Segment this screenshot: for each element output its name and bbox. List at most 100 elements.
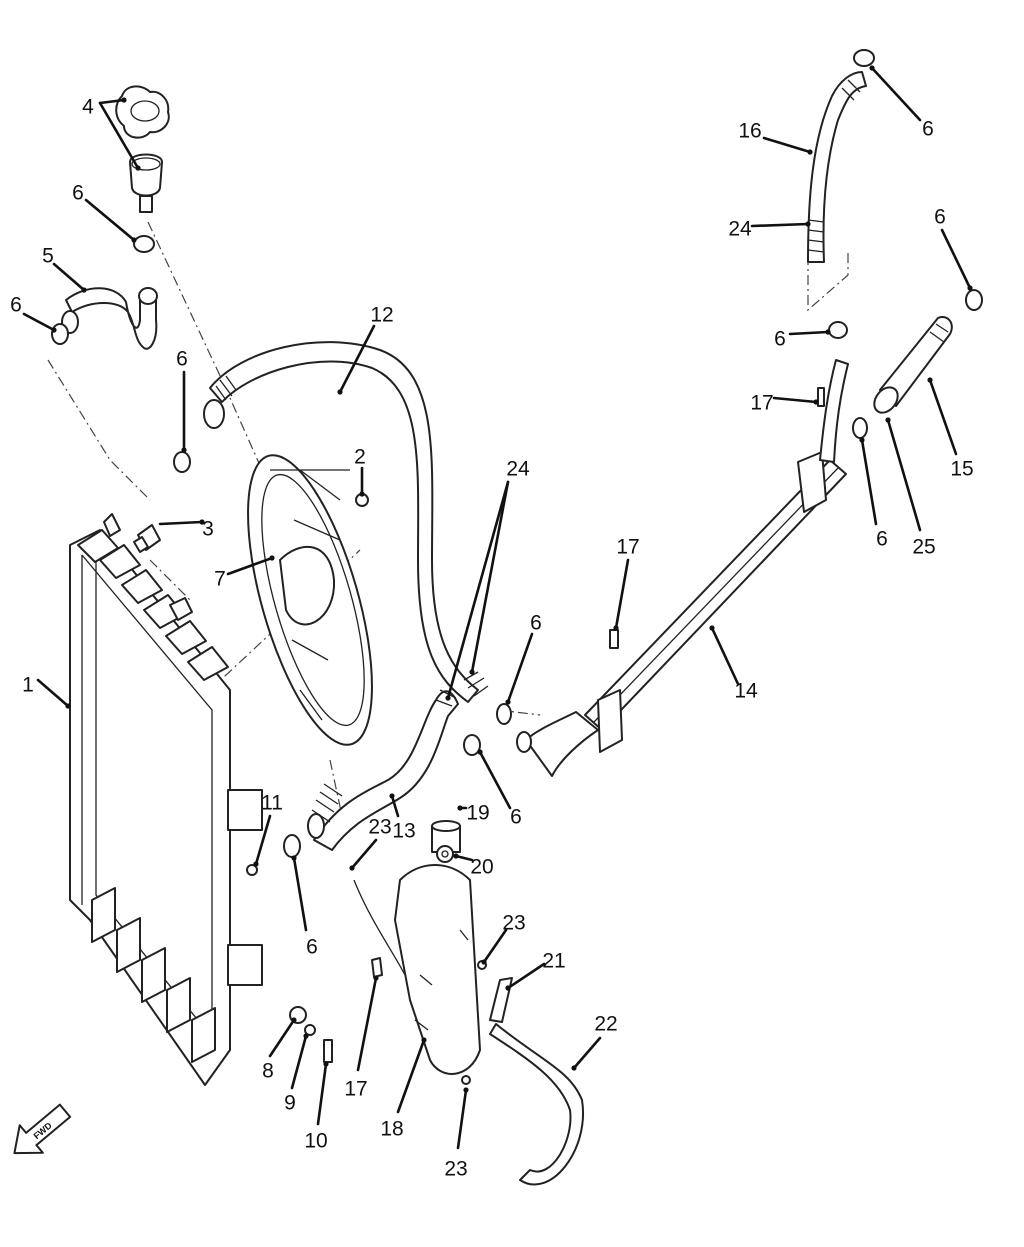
leader-line-c5 xyxy=(52,262,86,292)
leader-line-c14 xyxy=(710,626,740,686)
callout-c25: 25 xyxy=(912,536,935,559)
leader-dot-c6i xyxy=(967,285,973,291)
leader-line-c24b xyxy=(750,222,810,228)
leader-dot-c6g xyxy=(825,329,831,335)
leader-line-c6j xyxy=(870,66,922,122)
leader-dot-c6c xyxy=(181,447,187,453)
callout-c10: 10 xyxy=(304,1130,327,1153)
radiator xyxy=(69,513,263,1086)
leader-dot-c23b xyxy=(481,959,487,965)
long-coolant-tube xyxy=(516,359,849,777)
short-hose xyxy=(873,316,953,414)
leader-dot-c19 xyxy=(457,805,463,811)
callout-c6i: 6 xyxy=(934,206,946,229)
hose-clamps xyxy=(51,49,983,858)
leader-dot-c14 xyxy=(709,625,715,631)
leader-line-c22 xyxy=(572,1036,602,1070)
leader-dot-c18 xyxy=(421,1037,427,1043)
callout-c20: 20 xyxy=(470,856,493,879)
leader-dot-c25 xyxy=(885,417,891,423)
callout-c6g: 6 xyxy=(774,328,786,351)
callout-c17a: 17 xyxy=(750,392,773,415)
leader-dot-c5 xyxy=(81,287,87,293)
leader-line-c6a xyxy=(84,198,136,242)
callout-c14: 14 xyxy=(734,680,758,703)
callout-c6c: 6 xyxy=(176,348,188,371)
callout-c13: 13 xyxy=(392,820,415,843)
leader-line-c23a xyxy=(350,838,378,870)
leader-line-c21 xyxy=(506,962,546,990)
leader-dot-c10 xyxy=(323,1061,329,1067)
leader-dot-c24a xyxy=(469,669,475,675)
callout-c11: 11 xyxy=(261,792,283,815)
leader-dot-c6d xyxy=(505,699,511,705)
leader-line-c3 xyxy=(158,520,204,526)
leader-line-c4 xyxy=(98,98,126,105)
leader-dot-c9 xyxy=(303,1033,309,1039)
leader-line-c25 xyxy=(886,418,922,532)
callout-c6b: 6 xyxy=(10,294,22,317)
upper-hose xyxy=(61,287,158,350)
leader-dot-c23c xyxy=(463,1087,469,1093)
callout-c15: 15 xyxy=(950,458,973,481)
callout-c23a: 23 xyxy=(368,816,391,839)
leader-line-c23b xyxy=(482,928,508,964)
leader-dot-c12 xyxy=(337,389,343,395)
leader-dot-c6f xyxy=(291,855,297,861)
cooling-fan xyxy=(247,454,373,746)
leader-line-c17a xyxy=(772,396,818,404)
leader-dot-c20 xyxy=(453,853,459,859)
leader-dot-c22 xyxy=(571,1065,577,1071)
leader-dot-c7 xyxy=(269,555,275,561)
callout-c6e: 6 xyxy=(510,806,522,829)
leader-line-c17b xyxy=(614,558,630,630)
leader-line-c18 xyxy=(396,1038,426,1114)
leader-line-c9 xyxy=(290,1034,308,1090)
callout-c8: 8 xyxy=(262,1060,274,1083)
callout-c19: 19 xyxy=(466,802,489,825)
callout-c17b: 17 xyxy=(616,536,639,559)
callout-c23b: 23 xyxy=(502,912,525,935)
callout-c24a: 24 xyxy=(506,458,530,481)
leader-line-c13 xyxy=(390,794,400,818)
callout-c7: 7 xyxy=(214,568,226,591)
leader-line-c16 xyxy=(762,136,812,154)
callout-c1: 1 xyxy=(22,674,34,697)
callout-c16: 16 xyxy=(738,120,761,143)
leader-line-c10 xyxy=(316,1062,328,1126)
leader-line-c23c xyxy=(456,1088,468,1150)
leader-line-c6h xyxy=(860,438,878,526)
leader-dot-c24b xyxy=(805,221,811,227)
leader-line-c6f xyxy=(292,856,308,932)
leader-dot-c6h xyxy=(859,437,865,443)
leader-line-c8 xyxy=(268,1018,296,1058)
leader-line-c6b xyxy=(22,312,56,332)
callout-c12: 12 xyxy=(370,304,393,327)
callout-labels: 1234566666666667891011121314151617171718… xyxy=(10,96,974,1181)
leader-dot-c21 xyxy=(505,985,511,991)
leader-dot-c6b xyxy=(51,327,57,333)
callout-c23c: 23 xyxy=(444,1158,467,1181)
callout-c3: 3 xyxy=(202,518,214,541)
leader-line-c24a xyxy=(446,480,510,700)
leader-dot-c1 xyxy=(65,703,71,709)
leader-line-c17c xyxy=(356,976,378,1072)
leader-dot-c8 xyxy=(291,1017,297,1023)
leader-dot-c24a xyxy=(445,695,451,701)
leader-dot-c13 xyxy=(389,793,395,799)
leader-dot-c2 xyxy=(359,491,365,497)
leader-line-c15 xyxy=(928,378,958,456)
callout-leaders xyxy=(22,65,973,1150)
leader-line-c12 xyxy=(338,324,376,394)
callout-c6d: 6 xyxy=(530,612,542,635)
leader-line-c1 xyxy=(36,678,70,708)
leader-line-c6i xyxy=(940,228,972,290)
leader-line-c6e xyxy=(478,750,512,810)
leader-line-c20 xyxy=(454,854,474,862)
callout-c6a: 6 xyxy=(72,182,84,205)
upper-bend-hose xyxy=(807,71,867,263)
callout-c22: 22 xyxy=(594,1013,617,1036)
leader-dot-c11 xyxy=(253,861,259,867)
leader-line-c11 xyxy=(254,814,272,866)
